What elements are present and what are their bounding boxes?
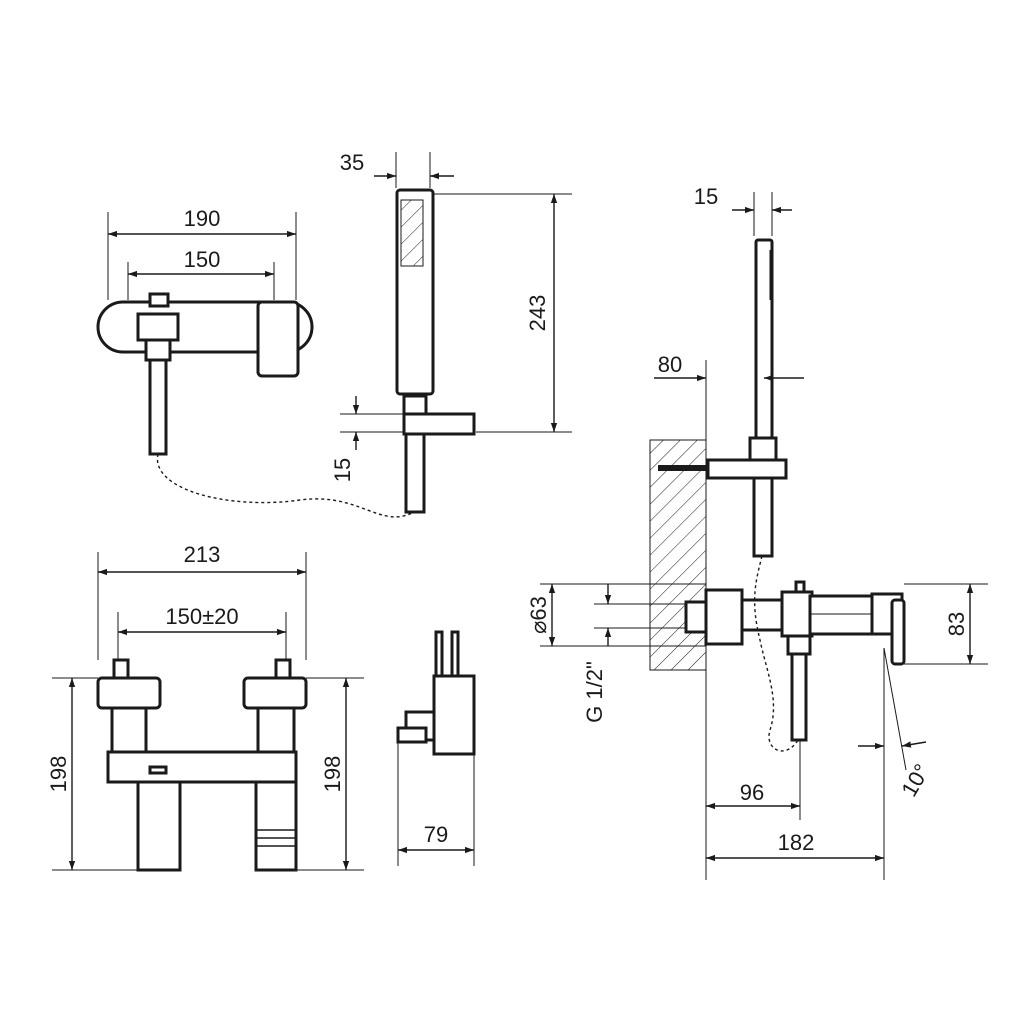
mixer-front-view <box>52 552 364 872</box>
dim-front-height-right: 198 <box>320 756 345 793</box>
dim-side-wall-offset: 80 <box>658 352 682 377</box>
dim-flange-diameter: ⌀63 <box>526 596 551 634</box>
dim-front-centers: 150±20 <box>165 604 238 629</box>
side-view <box>540 192 988 880</box>
dim-spout-offset: 96 <box>740 780 764 805</box>
dim-handshower-length: 243 <box>525 295 550 332</box>
dim-spout-angle: 10° <box>896 760 934 801</box>
dim-mixer-inner-width: 150 <box>184 247 221 272</box>
hose-top <box>156 453 415 518</box>
dim-front-width: 213 <box>184 542 221 567</box>
dim-mixer-outer-width: 190 <box>184 206 221 231</box>
dim-side-projection: 182 <box>778 830 815 855</box>
dim-thread: G 1/2" <box>582 661 607 723</box>
dim-handshower-width: 35 <box>340 150 364 175</box>
wall-holder-view <box>396 630 476 866</box>
dim-holder-depth: 79 <box>424 822 448 847</box>
mixer-top-view <box>96 212 314 456</box>
handshower-front-view <box>340 152 572 514</box>
dim-front-height-left: 198 <box>46 756 71 793</box>
dim-side-handle-width: 15 <box>694 184 718 209</box>
dim-holder-offset: 15 <box>330 458 355 482</box>
dim-side-height: 83 <box>944 612 969 636</box>
